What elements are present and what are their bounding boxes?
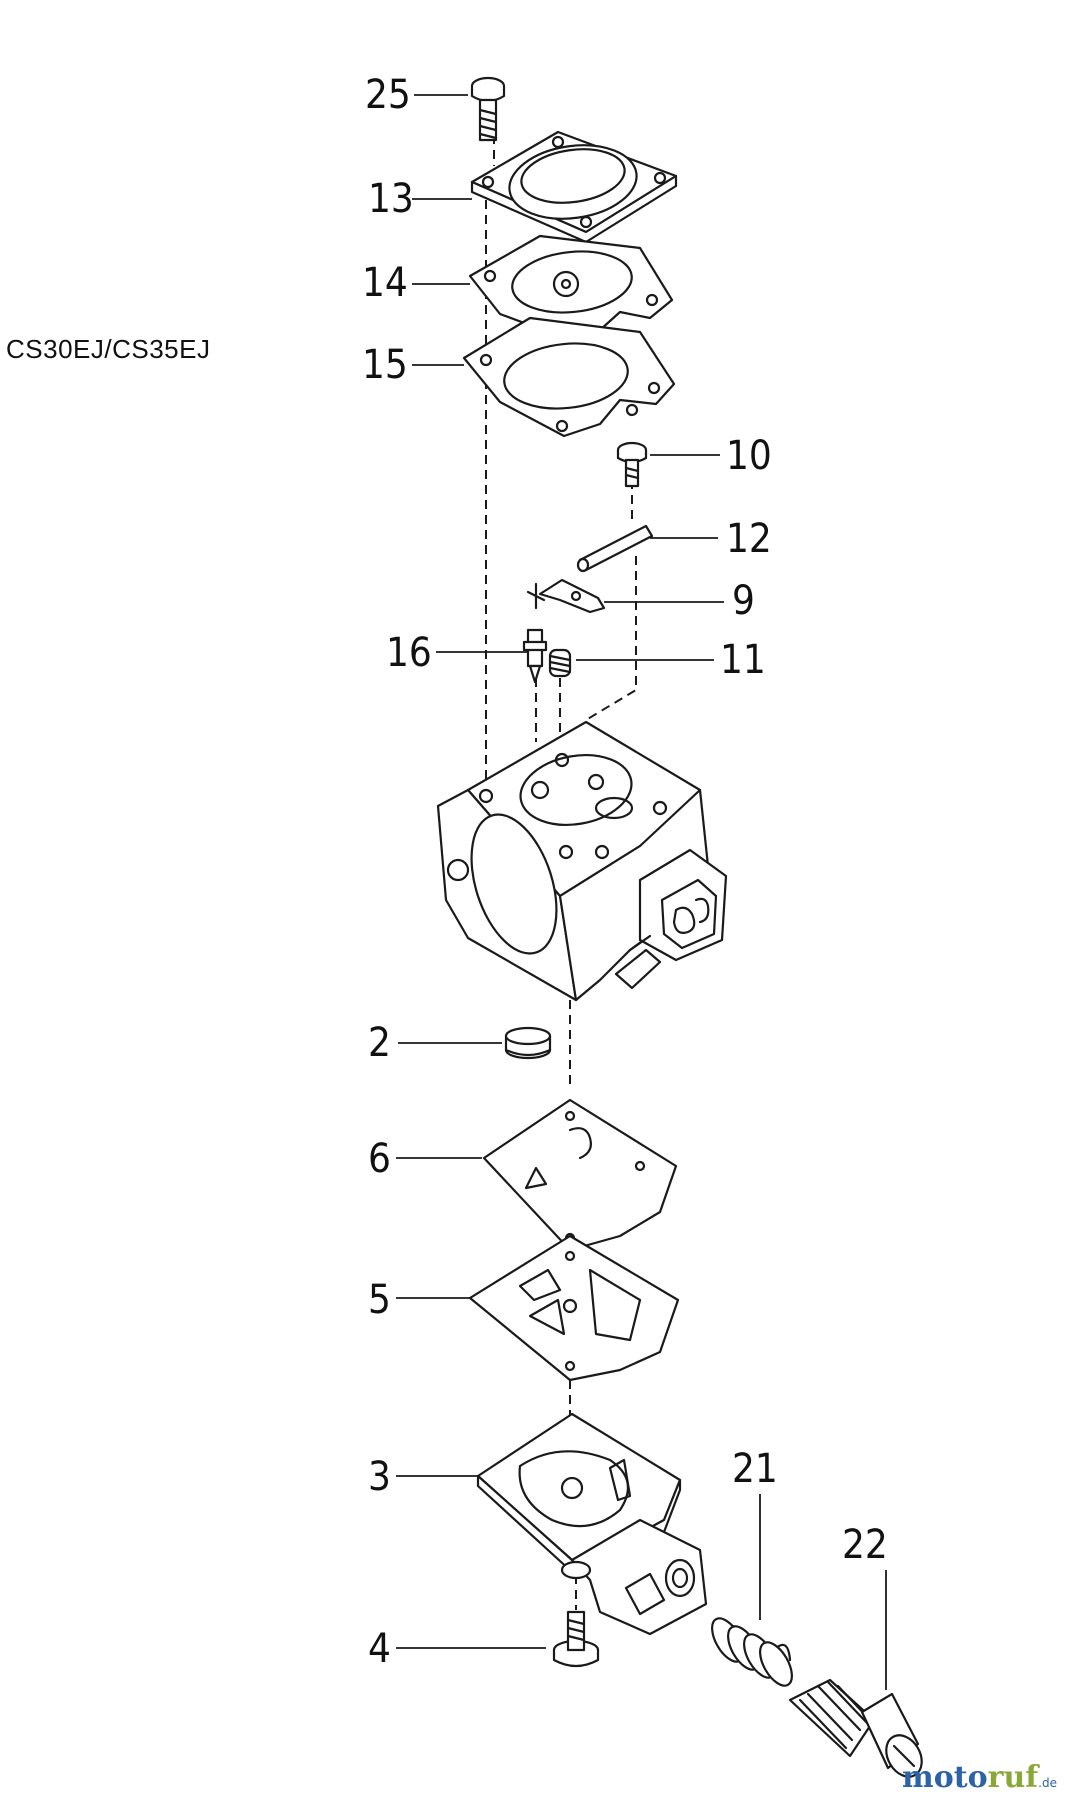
part-4-screw (552, 1610, 600, 1668)
callout-3: 3 (368, 1454, 391, 1500)
part-11-spring (548, 648, 572, 678)
part-5-gasket (468, 1234, 680, 1382)
part-3-metering-cover (476, 1412, 708, 1636)
callout-13: 13 (368, 176, 414, 222)
part-10-screw (616, 441, 648, 488)
part-13-pump-cover (470, 130, 678, 244)
watermark-logo: motoruf.de (902, 1760, 1057, 1795)
part-16-needle (522, 628, 548, 684)
part-9-lever (526, 578, 606, 614)
callout-6: 6 (368, 1136, 391, 1182)
part-6-metering-diaphragm (482, 1098, 678, 1252)
callout-14: 14 (362, 260, 408, 306)
leader-lines (396, 94, 887, 1690)
callout-4: 4 (368, 1626, 391, 1672)
callout-22: 22 (842, 1522, 888, 1568)
callout-9: 9 (732, 578, 755, 624)
part-14-pump-diaphragm (468, 234, 674, 342)
callout-25: 25 (365, 72, 411, 118)
callout-10: 10 (726, 433, 772, 479)
callout-16: 16 (386, 630, 432, 676)
callout-2: 2 (368, 1020, 391, 1066)
callout-12: 12 (726, 516, 772, 562)
part-21-spring (711, 1617, 793, 1687)
model-label: CS30EJ/CS35EJ (6, 334, 211, 364)
part-22-adjusting-needle (788, 1678, 923, 1778)
part-12-pin (576, 524, 654, 573)
callout-11: 11 (720, 637, 766, 683)
callout-21: 21 (732, 1446, 778, 1492)
part-25-screw (470, 76, 506, 142)
part-15-gasket (462, 316, 676, 438)
part-2-plug (504, 1026, 552, 1060)
carburetor-body (436, 720, 728, 1002)
callout-15: 15 (362, 342, 408, 388)
callout-5: 5 (368, 1277, 391, 1323)
